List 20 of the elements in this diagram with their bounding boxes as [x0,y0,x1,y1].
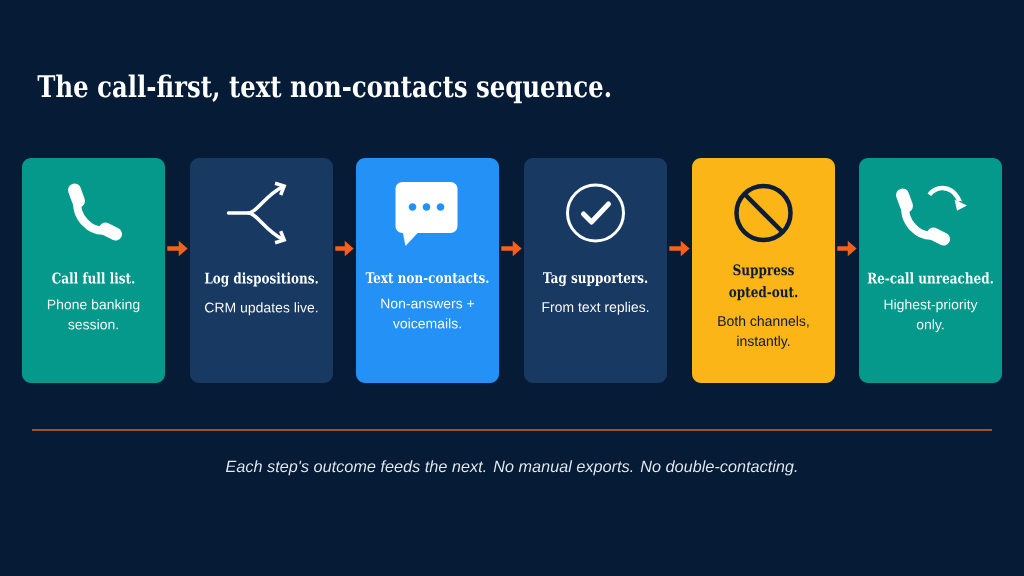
step-heading: Log dispositions. [204,272,318,287]
step-description: Non-answers + voicemails. [381,298,475,329]
step-heading: Text non-contacts. [365,272,489,284]
step-card [356,158,499,383]
step-card [22,158,165,383]
step-heading: Call full list. [52,272,135,284]
step-description: CRM updates live. [205,302,318,316]
step-description: From text replies. [542,301,649,315]
step-heading: Re-call unreached. [867,272,993,284]
step-heading: Tag supporters. [542,272,648,287]
step-description: Highest-priority only. [884,299,978,333]
step-description: Both channels, instantly. [718,315,809,349]
step-card [524,158,667,383]
step-card [692,158,835,383]
title: The call-first, text non-contacts sequence. [37,74,611,104]
caption: Each step's outcome feeds the next. No manual exports. No double-contacting. [225,460,797,476]
step-card [859,158,1002,383]
step-description: Phone banking session. [47,299,140,330]
step-card [190,158,333,383]
step-heading: Suppress opted-out. [729,264,798,301]
